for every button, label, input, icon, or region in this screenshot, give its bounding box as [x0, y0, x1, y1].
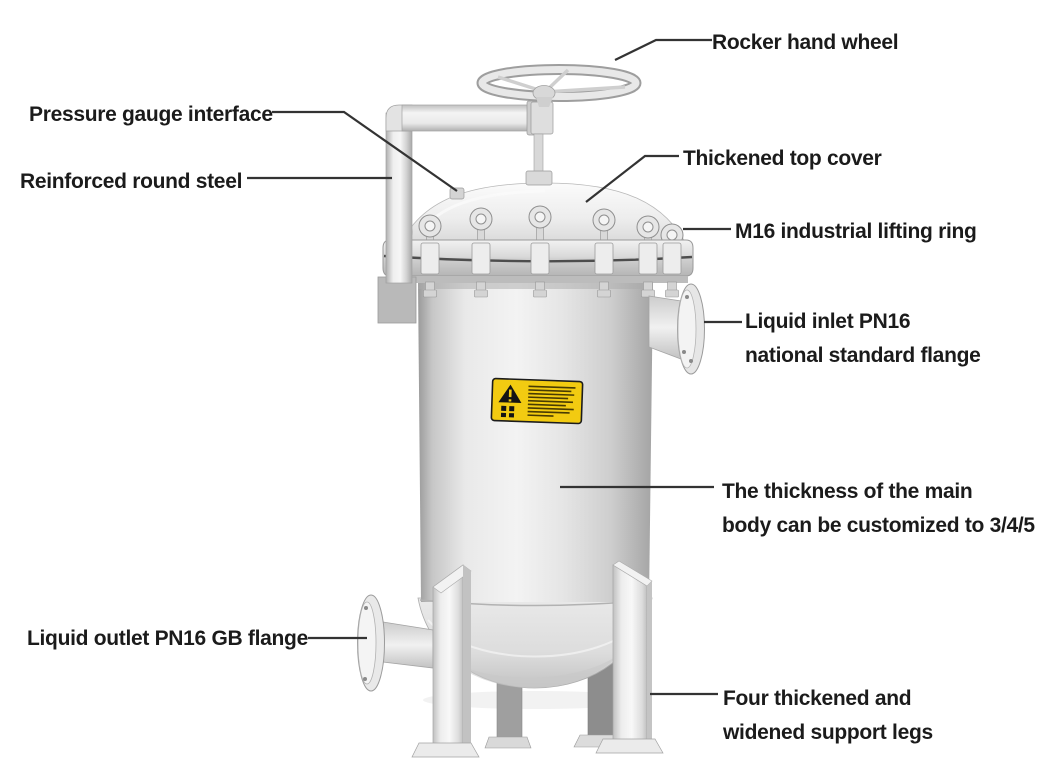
callout-reinforced-round-steel: Reinforced round steel [20, 170, 243, 193]
support-leg-front-right [595, 560, 664, 754]
callout-support-legs-line2: widened support legs [723, 721, 933, 744]
outlet-flange [357, 594, 434, 692]
hand-wheel-stem [525, 101, 554, 186]
callout-thickened-top-cover: Thickened top cover [683, 147, 882, 170]
lifting-ring [528, 205, 552, 253]
pipe-bracket-plate [377, 276, 417, 324]
pressure-gauge-port [449, 187, 465, 200]
callout-m16-lifting-ring: M16 industrial lifting ring [735, 220, 977, 243]
leader-pressure-gauge-interface [272, 110, 458, 192]
leader-rocker-hand-wheel [614, 38, 712, 61]
warning-fine-print [527, 385, 576, 417]
callout-liquid-inlet-line2: national standard flange [745, 344, 981, 367]
callout-rocker-hand-wheel: Rocker hand wheel [712, 31, 899, 54]
callout-liquid-inlet: Liquid inlet PN16 national standard flan… [745, 305, 981, 373]
callout-support-legs: Four thickened and widened support legs [723, 682, 933, 750]
vessel-body [418, 282, 653, 607]
warning-label [490, 377, 584, 425]
callout-liquid-inlet-line1: Liquid inlet PN16 [745, 310, 911, 333]
callout-pressure-gauge-interface: Pressure gauge interface [29, 103, 273, 126]
flange-clamp-band [382, 239, 694, 298]
support-leg-front-left [411, 564, 480, 758]
callout-support-legs-line1: Four thickened and [723, 687, 912, 710]
leader-thickened-top-cover [585, 154, 679, 203]
callout-body-thickness-line2: body can be customized to 3/4/5 [722, 514, 1035, 537]
inlet-flange [648, 283, 705, 375]
callout-liquid-outlet: Liquid outlet PN16 GB flange [27, 627, 308, 650]
callout-body-thickness: The thickness of the main body can be cu… [722, 475, 1035, 543]
rocker-hand-wheel [476, 64, 642, 107]
callout-body-thickness-line1: The thickness of the main [722, 480, 973, 503]
